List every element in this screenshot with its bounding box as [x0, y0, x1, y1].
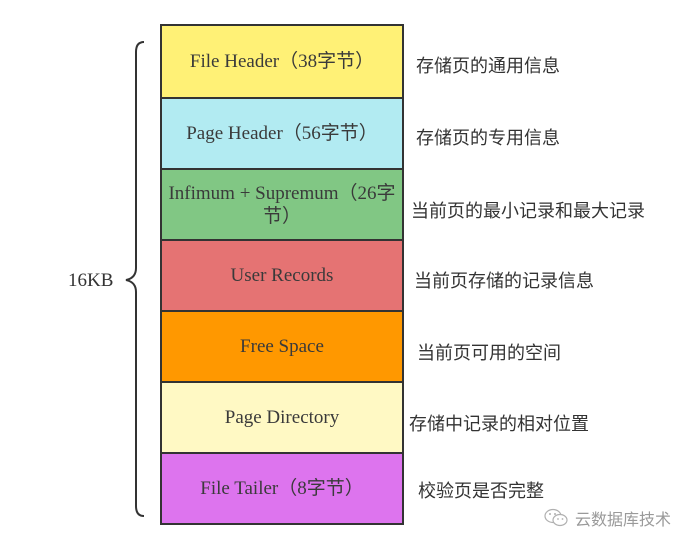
total-size-label: 16KB [68, 270, 114, 291]
description-user-records: 当前页存储的记录信息 [414, 271, 594, 292]
block-file-header: File Header（38字节） [160, 24, 404, 99]
block-page-directory: Page Directory [160, 381, 404, 454]
description-file-tailer: 校验页是否完整 [418, 481, 544, 502]
block-free-space: Free Space [160, 310, 404, 383]
block-label: File Header（38字节） [189, 51, 375, 72]
block-label: Free Space [240, 336, 324, 357]
block-label: File Tailer（8字节） [200, 478, 364, 499]
description-free-space: 当前页可用的空间 [417, 343, 561, 364]
block-page-header: Page Header（56字节） [160, 97, 404, 170]
block-label: Page Directory [224, 407, 340, 428]
block-user-records: User Records [160, 239, 404, 312]
description-page-header: 存储页的专用信息 [416, 128, 560, 149]
block-infimum-supremum: Infimum + Supremum（26字节） [160, 168, 404, 241]
block-label: Infimum + Supremum（26字节） [168, 182, 396, 227]
watermark-text: 云数据库技术 [575, 510, 672, 529]
description-page-directory: 存储中记录的相对位置 [409, 414, 589, 435]
block-label: Page Header（56字节） [186, 123, 378, 144]
description-file-header: 存储页的通用信息 [416, 56, 560, 77]
watermark: 云数据库技术 [543, 506, 671, 530]
wechat-icon [544, 508, 568, 527]
size-brace [125, 41, 145, 517]
description-infimum-supremum: 当前页的最小记录和最大记录 [411, 201, 645, 222]
block-label: User Records [230, 265, 334, 286]
block-file-tailer: File Tailer（8字节） [160, 452, 404, 525]
